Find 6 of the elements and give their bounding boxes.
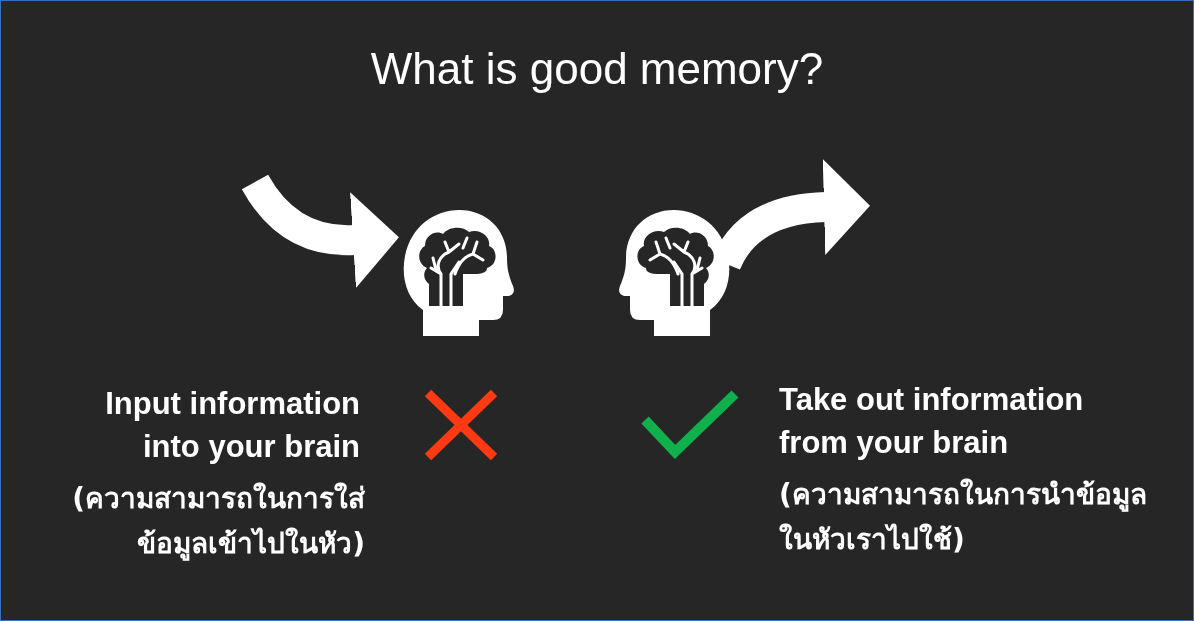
thai-caption: (ความสามารถในการใส่ข้อมูลเข้าไปในหัว)	[71, 481, 365, 563]
thai-caption: (ความสามารถในการนำข้อมูลในหัวเราไปใช้)	[779, 477, 1148, 558]
caption: Take out information from your brain	[779, 381, 1085, 462]
curved-arrow	[242, 174, 399, 289]
caption: Input information into your brain	[104, 385, 360, 466]
title: What is good memory?	[369, 44, 825, 94]
